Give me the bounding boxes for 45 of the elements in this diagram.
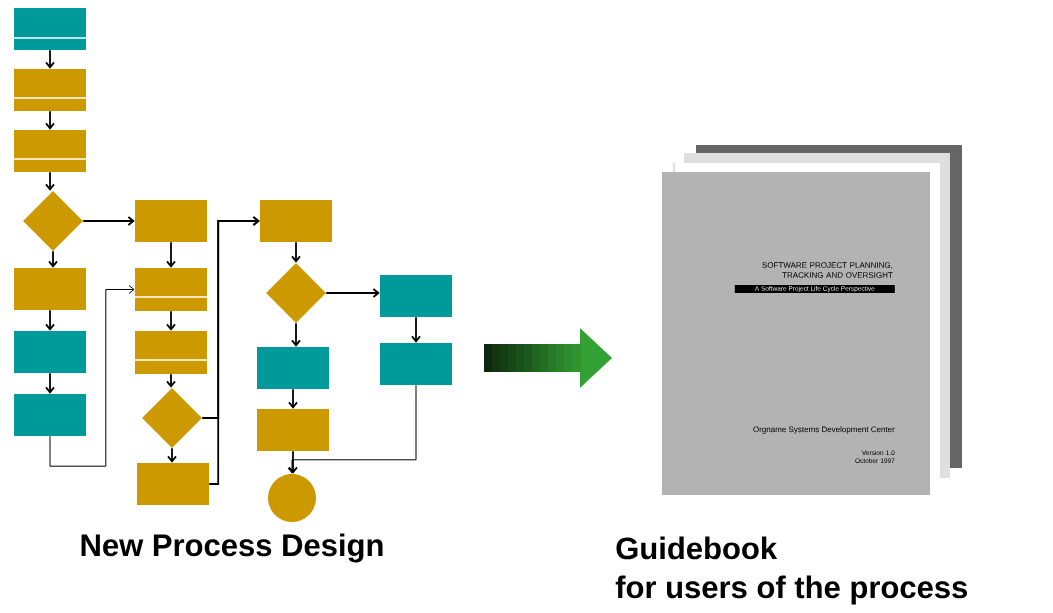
end-circle	[268, 474, 316, 522]
decision-diamond	[142, 388, 202, 448]
arrow	[208, 216, 260, 485]
book-publisher: Orgname Systems Development Center	[753, 426, 895, 434]
decision-diamond	[266, 263, 326, 323]
decision-diamond	[23, 191, 83, 251]
process-box	[134, 268, 208, 311]
arrow	[45, 372, 55, 394]
arrow	[45, 171, 55, 191]
arrow	[291, 322, 301, 347]
process-box	[380, 275, 452, 317]
arrow	[45, 49, 55, 69]
arrow	[45, 110, 55, 130]
guidebook-drawing	[662, 145, 962, 495]
arrow	[82, 216, 135, 226]
process-box	[14, 331, 86, 373]
arrow	[167, 447, 177, 463]
process-box	[135, 200, 207, 242]
arrow	[411, 316, 421, 343]
process-box	[137, 463, 209, 505]
process-box	[260, 200, 332, 242]
process-box	[14, 394, 86, 436]
arrow	[166, 241, 176, 268]
process-box	[13, 130, 87, 172]
process-box	[13, 69, 87, 111]
caption: for users of the process	[615, 575, 968, 605]
arrow	[288, 450, 298, 474]
process-box	[257, 347, 329, 389]
process-box	[134, 331, 208, 374]
process-box	[13, 8, 87, 50]
arrow	[288, 388, 298, 409]
caption: New Process Design	[81, 533, 383, 563]
arrow	[48, 250, 58, 268]
arrow	[291, 241, 301, 263]
arrow	[287, 384, 417, 474]
arrow	[325, 288, 380, 298]
arrow	[166, 310, 176, 331]
process-box	[14, 268, 86, 310]
process-box	[380, 343, 452, 385]
arrow	[49, 285, 135, 467]
arrow	[166, 373, 176, 388]
process-box	[257, 409, 329, 451]
arrow	[45, 309, 55, 331]
book-title: SOFTWARE PROJECT PLANNING, TRACKING AND OVERSIGHT	[762, 262, 893, 278]
caption: Guidebook	[616, 536, 778, 560]
